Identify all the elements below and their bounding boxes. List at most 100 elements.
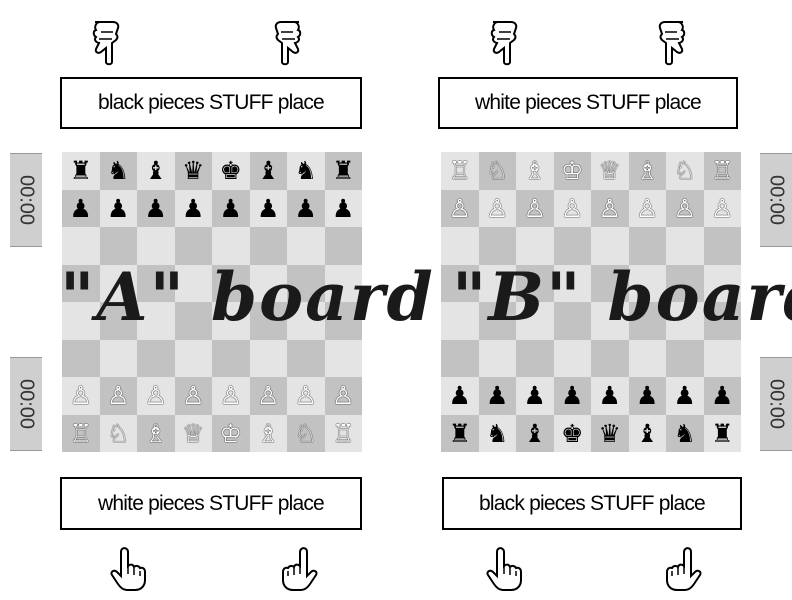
chess-piece-square[interactable]: ♞ bbox=[479, 415, 517, 453]
pointing-hand-up-icon bbox=[106, 545, 146, 593]
chess-piece-square[interactable]: ♟ bbox=[591, 377, 629, 415]
chess-piece-square[interactable]: ♖ bbox=[704, 152, 742, 190]
chess-piece-square[interactable]: ♟ bbox=[516, 377, 554, 415]
chess-piece-square[interactable]: ♟ bbox=[100, 190, 138, 228]
pointing-hand-down-icon bbox=[652, 18, 692, 66]
chess-piece-square[interactable]: ♙ bbox=[175, 377, 213, 415]
board-a-title: "A" board bbox=[60, 258, 435, 336]
chess-piece-square[interactable]: ♙ bbox=[704, 190, 742, 228]
board-square[interactable] bbox=[666, 340, 704, 378]
chess-piece-square[interactable]: ♙ bbox=[325, 377, 363, 415]
chess-piece-square[interactable]: ♕ bbox=[591, 152, 629, 190]
chess-piece-square[interactable]: ♝ bbox=[137, 152, 175, 190]
chess-piece-square[interactable]: ♙ bbox=[441, 190, 479, 228]
chess-piece-square[interactable]: ♟ bbox=[441, 377, 479, 415]
chess-piece-square[interactable]: ♙ bbox=[137, 377, 175, 415]
chess-piece-square[interactable]: ♞ bbox=[287, 152, 325, 190]
chess-piece-square[interactable]: ♖ bbox=[62, 415, 100, 453]
chess-piece-square[interactable]: ♙ bbox=[516, 190, 554, 228]
chess-piece-square[interactable]: ♙ bbox=[479, 190, 517, 228]
chess-piece-square[interactable]: ♟ bbox=[629, 377, 667, 415]
chess-piece-square[interactable]: ♜ bbox=[325, 152, 363, 190]
chess-piece-square[interactable]: ♜ bbox=[704, 415, 742, 453]
chess-piece-square[interactable]: ♙ bbox=[591, 190, 629, 228]
chess-piece-square[interactable]: ♟ bbox=[666, 377, 704, 415]
chess-piece-square[interactable]: ♛ bbox=[591, 415, 629, 453]
chess-piece-square[interactable]: ♛ bbox=[175, 152, 213, 190]
board-square[interactable] bbox=[441, 340, 479, 378]
pointing-hand-up-icon bbox=[666, 545, 706, 593]
board-square[interactable] bbox=[287, 340, 325, 378]
chess-piece-square[interactable]: ♘ bbox=[666, 152, 704, 190]
chess-piece-square[interactable]: ♟ bbox=[62, 190, 100, 228]
chess-piece-square[interactable]: ♟ bbox=[325, 190, 363, 228]
clock-time: 00:00 bbox=[15, 175, 38, 225]
chess-piece-square[interactable]: ♖ bbox=[441, 152, 479, 190]
chess-piece-square[interactable]: ♜ bbox=[441, 415, 479, 453]
chess-piece-square[interactable]: ♙ bbox=[250, 377, 288, 415]
chess-piece-square[interactable]: ♘ bbox=[287, 415, 325, 453]
board-square[interactable] bbox=[212, 340, 250, 378]
chess-piece-square[interactable]: ♘ bbox=[100, 415, 138, 453]
board-square[interactable] bbox=[137, 340, 175, 378]
board-a-top-stuff-place[interactable]: black pieces STUFF place bbox=[60, 77, 362, 129]
board-square[interactable] bbox=[62, 340, 100, 378]
chess-piece-square[interactable]: ♞ bbox=[100, 152, 138, 190]
chess-piece-square[interactable]: ♖ bbox=[325, 415, 363, 453]
chess-piece-square[interactable]: ♔ bbox=[212, 415, 250, 453]
board-a-bottom-clock: 00:00 bbox=[10, 357, 42, 451]
board-b-top-clock: 00:00 bbox=[760, 153, 792, 247]
chess-piece-square[interactable]: ♙ bbox=[554, 190, 592, 228]
chess-piece-square[interactable]: ♟ bbox=[554, 377, 592, 415]
chess-piece-square[interactable]: ♙ bbox=[666, 190, 704, 228]
chess-piece-square[interactable]: ♗ bbox=[516, 152, 554, 190]
pointing-hand-up-icon bbox=[482, 545, 522, 593]
chess-piece-square[interactable]: ♙ bbox=[212, 377, 250, 415]
chess-piece-square[interactable]: ♝ bbox=[629, 415, 667, 453]
board-a-top-clock: 00:00 bbox=[10, 153, 42, 247]
board-square[interactable] bbox=[629, 340, 667, 378]
chess-piece-square[interactable]: ♟ bbox=[704, 377, 742, 415]
chess-piece-square[interactable]: ♙ bbox=[629, 190, 667, 228]
chess-piece-square[interactable]: ♗ bbox=[250, 415, 288, 453]
chess-piece-square[interactable]: ♙ bbox=[62, 377, 100, 415]
board-square[interactable] bbox=[250, 340, 288, 378]
board-square[interactable] bbox=[516, 340, 554, 378]
chess-piece-square[interactable]: ♙ bbox=[287, 377, 325, 415]
chess-piece-square[interactable]: ♟ bbox=[250, 190, 288, 228]
clock-time: 00:00 bbox=[765, 379, 788, 429]
board-square[interactable] bbox=[554, 340, 592, 378]
chess-piece-square[interactable]: ♟ bbox=[175, 190, 213, 228]
pointing-hand-down-icon bbox=[86, 18, 126, 66]
board-b-bottom-stuff-place[interactable]: black pieces STUFF place bbox=[442, 477, 742, 530]
board-b-bottom-clock: 00:00 bbox=[760, 357, 792, 451]
board-square[interactable] bbox=[175, 340, 213, 378]
chess-piece-square[interactable]: ♔ bbox=[554, 152, 592, 190]
chess-piece-square[interactable]: ♟ bbox=[137, 190, 175, 228]
chess-piece-square[interactable]: ♝ bbox=[250, 152, 288, 190]
chess-piece-square[interactable]: ♟ bbox=[212, 190, 250, 228]
chess-piece-square[interactable]: ♞ bbox=[666, 415, 704, 453]
board-b-title: "B" board bbox=[452, 258, 792, 336]
chess-piece-square[interactable]: ♗ bbox=[137, 415, 175, 453]
chess-piece-square[interactable]: ♜ bbox=[62, 152, 100, 190]
clock-time: 00:00 bbox=[15, 379, 38, 429]
chess-piece-square[interactable]: ♟ bbox=[479, 377, 517, 415]
board-square[interactable] bbox=[100, 340, 138, 378]
chess-piece-square[interactable]: ♘ bbox=[479, 152, 517, 190]
board-square[interactable] bbox=[591, 340, 629, 378]
chess-piece-square[interactable]: ♚ bbox=[212, 152, 250, 190]
board-square[interactable] bbox=[479, 340, 517, 378]
board-square[interactable] bbox=[325, 340, 363, 378]
clock-time: 00:00 bbox=[765, 175, 788, 225]
chess-piece-square[interactable]: ♝ bbox=[516, 415, 554, 453]
board-b-top-stuff-place[interactable]: white pieces STUFF place bbox=[438, 77, 738, 129]
pointing-hand-down-icon bbox=[268, 18, 308, 66]
chess-piece-square[interactable]: ♙ bbox=[100, 377, 138, 415]
chess-piece-square[interactable]: ♗ bbox=[629, 152, 667, 190]
board-square[interactable] bbox=[704, 340, 742, 378]
board-a-bottom-stuff-place[interactable]: white pieces STUFF place bbox=[60, 477, 362, 530]
chess-piece-square[interactable]: ♕ bbox=[175, 415, 213, 453]
chess-piece-square[interactable]: ♟ bbox=[287, 190, 325, 228]
chess-piece-square[interactable]: ♚ bbox=[554, 415, 592, 453]
